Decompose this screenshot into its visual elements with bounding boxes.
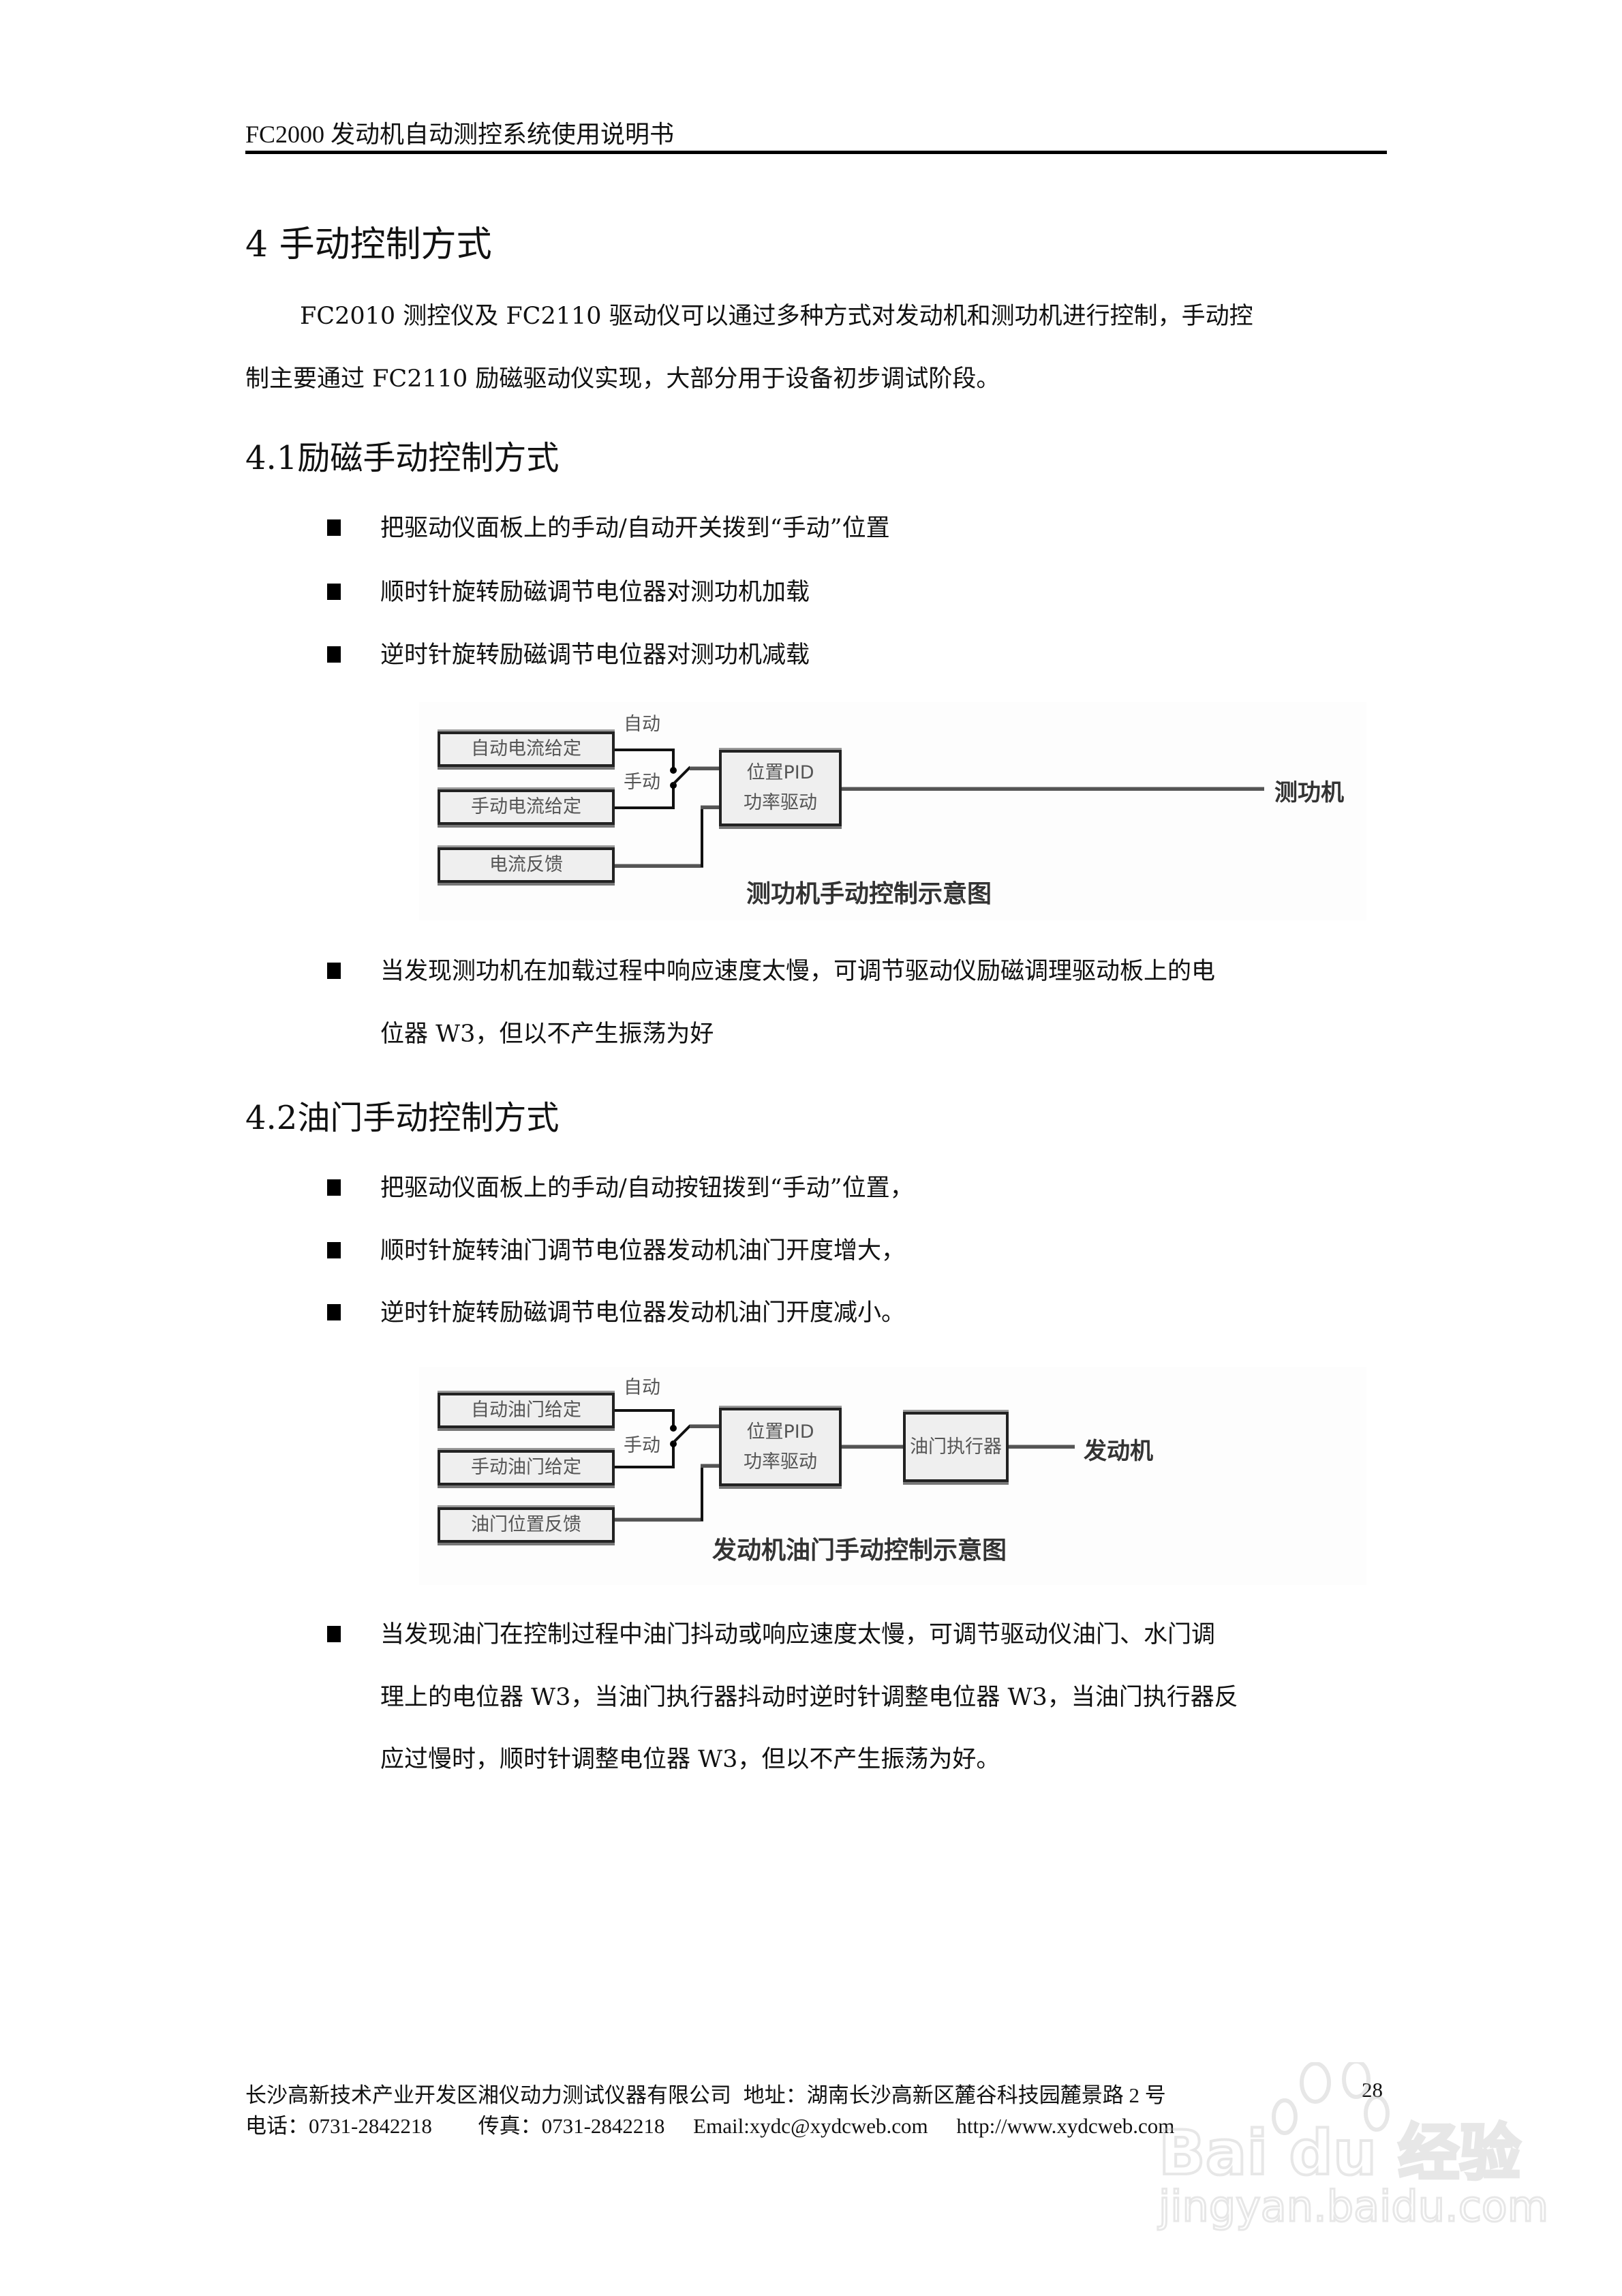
feedback-wire-rise (701, 806, 703, 867)
auto-wire-drop (672, 1409, 675, 1428)
switch-auto-label: 自动 (624, 714, 660, 735)
feedback-wire-rise (701, 1464, 703, 1521)
footer-line-2: 电话：0731-2842218 传真：0731-2842218 Email:xy… (245, 2109, 1174, 2139)
switch-contact-manual (670, 782, 677, 789)
engine-output-label: 发动机 (1084, 1438, 1153, 1465)
section-4-2-heading: 4.2油门手动控制方式 (245, 1099, 560, 1137)
document-header-title: FC2000 发动机自动测控系统使用说明书 (245, 121, 675, 148)
bullet-square-icon (327, 646, 341, 663)
bullet-square-icon (327, 1626, 341, 1642)
feedback-wire (615, 864, 703, 868)
footer-company: 长沙高新技术产业开发区湘仪动力测试仪器有限公司 (245, 2083, 731, 2107)
manual-throttle-setpoint-box: 手动油门给定 (438, 1450, 615, 1485)
page-number: 28 (1362, 2078, 1383, 2102)
header-divider (245, 151, 1387, 154)
feedback-wire-in (701, 806, 719, 809)
auto-current-setpoint-box: 自动电流给定 (438, 731, 615, 767)
output-wire (1009, 1445, 1075, 1449)
watermark-brand: Bai du 经验 (1157, 2116, 1522, 2190)
diagram-caption: 测功机手动控制示意图 (746, 880, 992, 908)
manual-current-setpoint-box: 手动电流给定 (438, 789, 615, 825)
auto-wire (615, 1409, 675, 1412)
throttle-position-feedback-box: 油门位置反馈 (438, 1507, 615, 1543)
manual-wire-rise (672, 784, 675, 809)
pid-controller-box: 位置PID 功率驱动 (719, 1408, 842, 1486)
section-4-intro-line-2: 制主要通过 FC2110 励磁驱动仪实现，大部分用于设备初步调试阶段。 (245, 365, 1000, 393)
switch-contact-auto (670, 767, 677, 774)
switch-contact-auto (670, 1425, 677, 1432)
manual-wire (615, 806, 675, 809)
throttle-actuator-box: 油门执行器 (903, 1412, 1009, 1482)
output-wire (842, 787, 1264, 791)
auto-wire (615, 749, 675, 751)
switch-manual-label: 手动 (624, 772, 660, 793)
bullet-square-icon (327, 584, 341, 600)
manual-wire (615, 1466, 675, 1468)
footer-phone: 电话：0731-2842218 (245, 2114, 432, 2138)
footer-address: 地址：湖南长沙高新区麓谷科技园麓景路 2 号 (743, 2083, 1166, 2107)
switch-blade-icon (672, 766, 692, 785)
baidu-jingyan-watermark: Bai du 经验 jingyan.baidu.com (1152, 2059, 1550, 2233)
bullet-square-icon (327, 1242, 341, 1258)
diagram-caption: 发动机油门手动控制示意图 (712, 1537, 1007, 1565)
watermark-url: jingyan.baidu.com (1157, 2181, 1549, 2233)
dynamometer-output-label: 测功机 (1274, 779, 1344, 806)
footer-email: Email:xydc@xydcweb.com (693, 2114, 928, 2138)
switch-output-wire (690, 767, 719, 770)
current-feedback-box: 电流反馈 (438, 847, 615, 883)
bullet-square-icon (327, 1179, 341, 1196)
auto-wire-drop (672, 749, 675, 770)
switch-auto-label: 自动 (624, 1377, 660, 1398)
section-4-intro-line-1: FC2010 测控仪及 FC2110 驱动仪可以通过多种方式对发动机和测功机进行… (300, 303, 1253, 330)
footer-website[interactable]: http://www.xydcweb.com (956, 2114, 1175, 2138)
switch-output-wire (690, 1425, 719, 1428)
section-4-1-heading: 4.1励磁手动控制方式 (245, 439, 560, 477)
throttle-control-diagram: 自动油门给定 手动油门给定 油门位置反馈 自动 手动 位置PID 功率驱动 油门… (419, 1367, 1366, 1585)
footer-fax: 传真：0731-2842218 (478, 2114, 665, 2138)
feedback-wire (615, 1518, 703, 1522)
switch-manual-label: 手动 (624, 1435, 660, 1456)
switch-blade-icon (672, 1424, 692, 1444)
footer-line-1: 长沙高新技术产业开发区湘仪动力测试仪器有限公司 地址：湖南长沙高新区麓谷科技园麓… (245, 2078, 1166, 2109)
bullet-square-icon (327, 963, 341, 979)
section-4-heading: 4 手动控制方式 (245, 224, 492, 265)
pid-controller-box: 位置PID 功率驱动 (719, 750, 842, 826)
feedback-wire-in (701, 1464, 719, 1468)
manual-wire-rise (672, 1443, 675, 1468)
controller-to-actuator-wire (842, 1445, 903, 1449)
dynamometer-control-diagram: 自动电流给定 手动电流给定 电流反馈 自动 手动 位置PID 功率驱动 测功机 … (419, 702, 1366, 920)
bullet-square-icon (327, 519, 341, 536)
bullet-square-icon (327, 1304, 341, 1320)
auto-throttle-setpoint-box: 自动油门给定 (438, 1393, 615, 1428)
switch-contact-manual (670, 1440, 677, 1447)
